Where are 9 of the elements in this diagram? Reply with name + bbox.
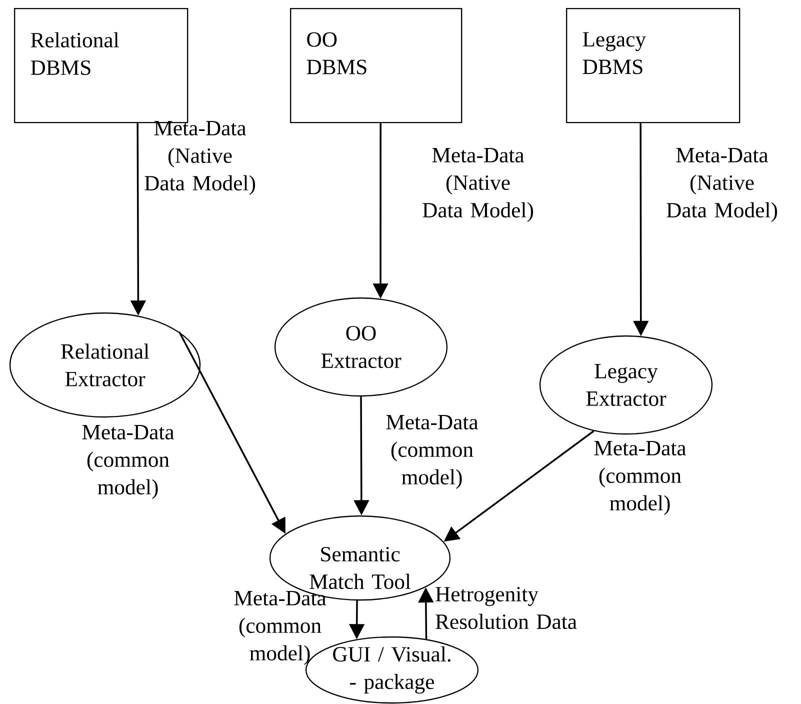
edge-label: Meta-Data (Native Data Model)	[144, 121, 256, 195]
database-box: Legacy DBMS	[566, 8, 740, 124]
edge-label: Meta-Data (common model)	[386, 415, 478, 489]
edge-label: Meta-Data (common model)	[82, 425, 174, 499]
edge-label: Meta-Data (common model)	[594, 441, 686, 515]
edge-label: Meta-Data (Native Data Model)	[422, 148, 534, 222]
database-box: OO DBMS	[290, 8, 462, 124]
edge-label: Hetrogenity Resolution Data	[436, 586, 577, 630]
edge-label: Meta-Data (Native Data Model)	[666, 148, 778, 222]
